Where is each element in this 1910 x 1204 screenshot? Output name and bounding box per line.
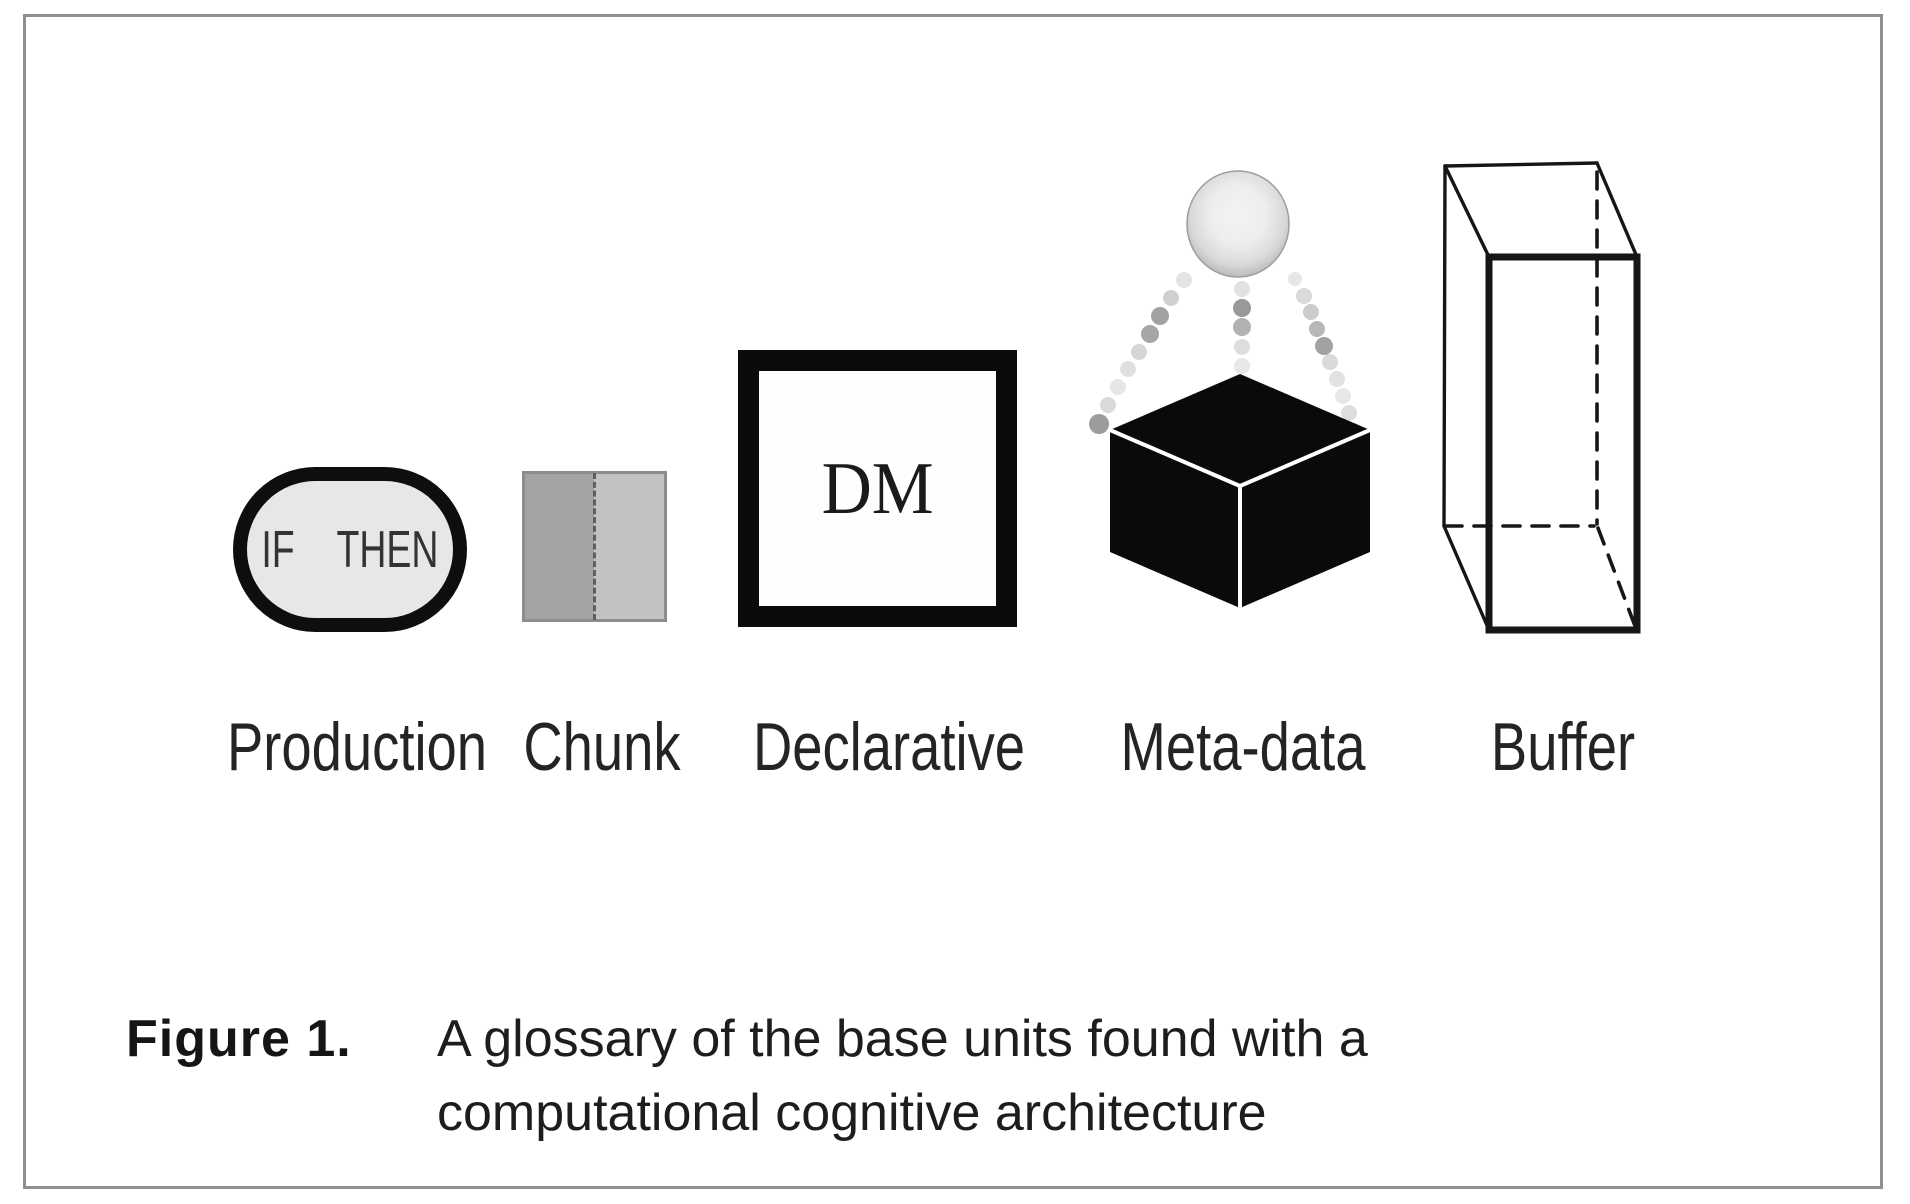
metadata-dotted-beams — [1089, 272, 1361, 437]
label-production: Production — [226, 709, 488, 785]
then-label: THEN — [336, 520, 439, 579]
label-meta-data: Meta-data — [1120, 709, 1366, 785]
chunk-split-square-icon — [522, 471, 667, 622]
chunk-dashed-divider — [592, 473, 596, 620]
metadata-sphere-cube-icon — [1089, 170, 1372, 610]
caption-line-2: computational cognitive architecture — [437, 1084, 1267, 1142]
label-declarative: Declarative — [752, 709, 1026, 785]
label-buffer: Buffer — [1490, 709, 1636, 785]
declarative-memory-box-icon: DM — [738, 350, 1017, 627]
caption-figure-number: Figure 1. — [126, 1010, 352, 1068]
if-label: IF — [261, 520, 295, 579]
caption-line-1: A glossary of the base units found with … — [437, 1010, 1368, 1068]
metadata-cube — [1108, 374, 1372, 610]
production-rule-text: IF THEN — [262, 524, 439, 576]
dm-label: DM — [821, 447, 934, 530]
buffer-wireframe-prism-icon — [1442, 161, 1641, 634]
figure-caption: A glossary of the base units found with … — [437, 1002, 1368, 1150]
production-stadium-icon: IF THEN — [233, 467, 467, 632]
metadata-sphere — [1186, 170, 1290, 278]
label-chunk: Chunk — [523, 709, 681, 785]
